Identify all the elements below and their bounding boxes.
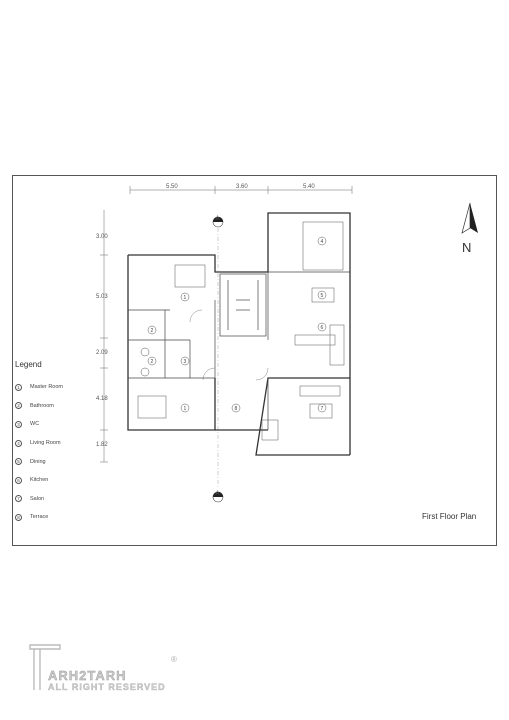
left-dimension-3: 2.09 — [96, 350, 108, 356]
furniture-outlines — [137, 221, 345, 441]
room-number-master-2: 1 — [184, 406, 187, 412]
legend-item: 7 Salon — [15, 490, 125, 509]
top-dimension-1: 5.50 — [166, 184, 178, 190]
room-number-salon: 7 — [321, 406, 324, 412]
legend-item-number: 4 — [15, 439, 22, 447]
legend-item-label: Living Room — [30, 440, 61, 447]
north-label: N — [462, 240, 472, 255]
legend: Legend 1 Master Room 2 Bathroom 3 WC 4 Livin… — [15, 360, 125, 527]
room-number-terrace: 8 — [235, 406, 238, 412]
legend-item: 3 WC — [15, 415, 125, 434]
legend-item-number: 6 — [15, 476, 22, 484]
exterior-walls — [127, 212, 351, 456]
left-dimension-1: 3.00 — [96, 234, 108, 240]
legend-item: 2 Bathroom — [15, 397, 125, 416]
legend-item: 8 Terrace — [15, 508, 125, 527]
north-arrow-icon — [461, 202, 478, 234]
room-number-kitchen: 6 — [321, 325, 324, 331]
registered-mark: ® — [171, 655, 177, 664]
logo-name: ARH2TARH — [48, 668, 127, 683]
legend-item-number: 3 — [15, 420, 22, 428]
left-dimension-2: 5.03 — [96, 294, 108, 300]
logo-tagline: ALL RIGHT RESERVED — [48, 682, 166, 692]
top-dimension-3: 5.40 — [303, 184, 315, 190]
section-marker-top-label: A — [216, 216, 220, 222]
legend-title: Legend — [15, 360, 42, 369]
legend-item-number: 8 — [15, 513, 22, 521]
legend-item-label: Dining — [30, 458, 46, 465]
doors — [189, 309, 269, 381]
arh2tarh-logo-icon — [29, 644, 61, 690]
interior-walls — [128, 271, 350, 430]
left-dimension-4: 4.18 — [96, 396, 108, 402]
room-number-master-1: 1 — [184, 295, 187, 301]
legend-item: 6 Kitchen — [15, 471, 125, 490]
left-dimension-line — [100, 210, 108, 463]
legend-item-label: Kitchen — [30, 477, 49, 484]
room-number-bathroom-2: 2 — [151, 359, 154, 365]
section-marker-top — [212, 216, 224, 228]
left-dimension-5: 1.82 — [96, 442, 108, 448]
legend-item-number: 7 — [15, 495, 22, 503]
top-dimension-2: 3.60 — [236, 184, 248, 190]
legend-item-number: 1 — [15, 383, 22, 391]
legend-item-label: Master Room — [30, 384, 64, 391]
room-number-wc: 3 — [184, 359, 187, 365]
legend-item-number: 2 — [15, 402, 22, 410]
legend-item-label: Bathroom — [30, 402, 54, 409]
section-marker-bottom-label: A — [216, 491, 220, 497]
room-number-bathroom-1: 2 — [151, 328, 154, 334]
legend-item: 4 Living Room — [15, 434, 125, 453]
legend-item: 1 Master Room — [15, 378, 125, 397]
room-number-markers — [147, 236, 327, 413]
top-dimension-line — [129, 186, 353, 194]
room-number-living: 4 — [321, 239, 324, 245]
section-marker-bottom — [212, 491, 224, 503]
legend-item-label: Terrace — [30, 514, 49, 521]
legend-item-label: WC — [30, 421, 40, 428]
room-number-dining: 5 — [321, 293, 324, 299]
drawing-sheet-border — [12, 175, 497, 546]
legend-item: 5 Dining — [15, 452, 125, 471]
legend-item-label: Salon — [30, 495, 45, 502]
plan-title: First Floor Plan — [422, 512, 477, 521]
legend-item-number: 5 — [15, 458, 22, 466]
